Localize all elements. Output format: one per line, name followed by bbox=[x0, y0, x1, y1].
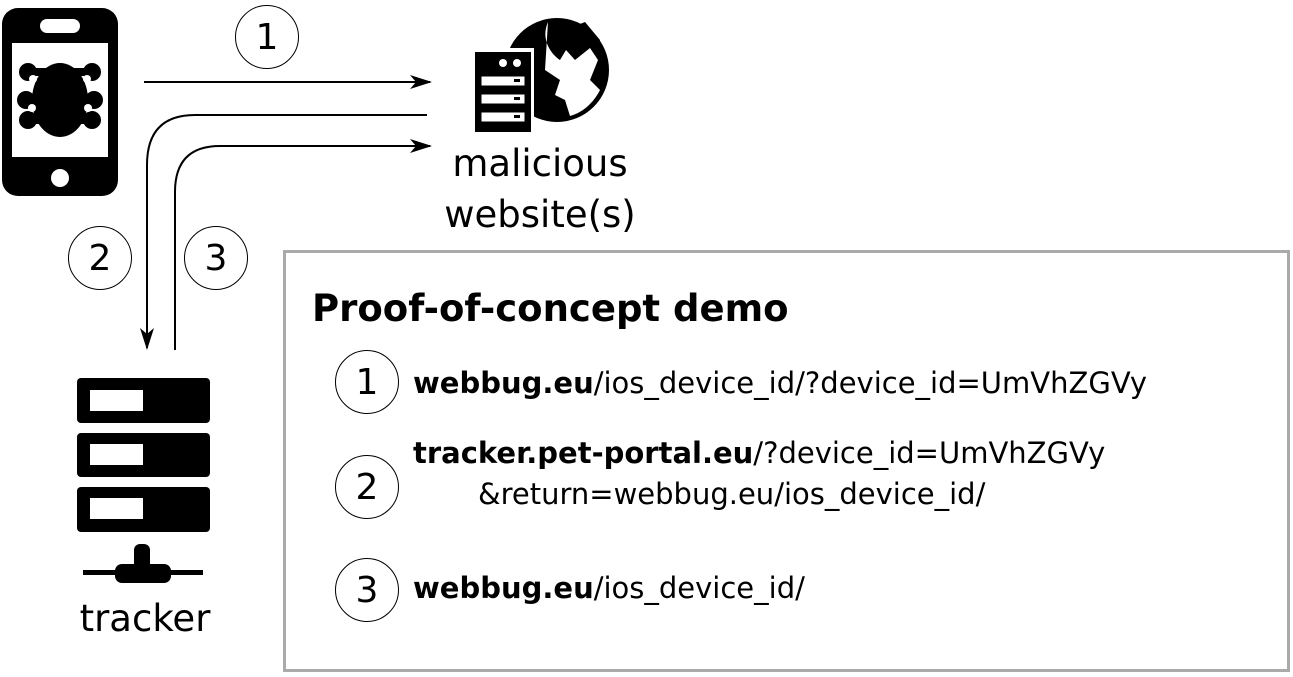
tracker-label: tracker bbox=[79, 597, 211, 640]
demo-title: Proof-of-concept demo bbox=[312, 287, 789, 330]
website-label-line2: website(s) bbox=[444, 193, 636, 236]
url-host: webbug.eu bbox=[413, 571, 594, 605]
server-network-icon bbox=[77, 378, 210, 583]
demo-step-3-url: webbug.eu/ios_device_id/ bbox=[413, 574, 805, 603]
demo-step-2-url: tracker.pet-portal.eu/?device_id=UmVhZGV… bbox=[413, 439, 1105, 468]
demo-step-1-badge: 1 bbox=[335, 350, 399, 414]
phone-with-bug-icon bbox=[2, 8, 118, 196]
demo-step-1-url: webbug.eu/ios_device_id/?device_id=UmVhZ… bbox=[413, 369, 1147, 398]
demo-step-2-continuation: &return=webbug.eu/ios_device_id/ bbox=[478, 477, 986, 511]
step-2-badge: 2 bbox=[68, 226, 132, 290]
url-path: /ios_device_id/?device_id=UmVhZGVy bbox=[593, 366, 1148, 400]
website-label-line1: malicious bbox=[452, 142, 628, 185]
url-host: webbug.eu bbox=[413, 366, 594, 400]
arrow-step-2 bbox=[140, 114, 427, 350]
demo-step-2-badge: 2 bbox=[335, 455, 399, 519]
url-host: tracker.pet-portal.eu bbox=[413, 436, 754, 470]
url-path: /ios_device_id/ bbox=[593, 571, 805, 605]
demo-step-3-badge: 3 bbox=[335, 558, 399, 622]
step-1-badge: 1 bbox=[235, 5, 299, 69]
step-3-badge: 3 bbox=[184, 226, 248, 290]
arrow-step-3 bbox=[174, 139, 432, 350]
demo-box bbox=[283, 250, 1290, 672]
url-path: /?device_id=UmVhZGVy bbox=[753, 436, 1106, 470]
server-globe-icon bbox=[470, 18, 609, 134]
